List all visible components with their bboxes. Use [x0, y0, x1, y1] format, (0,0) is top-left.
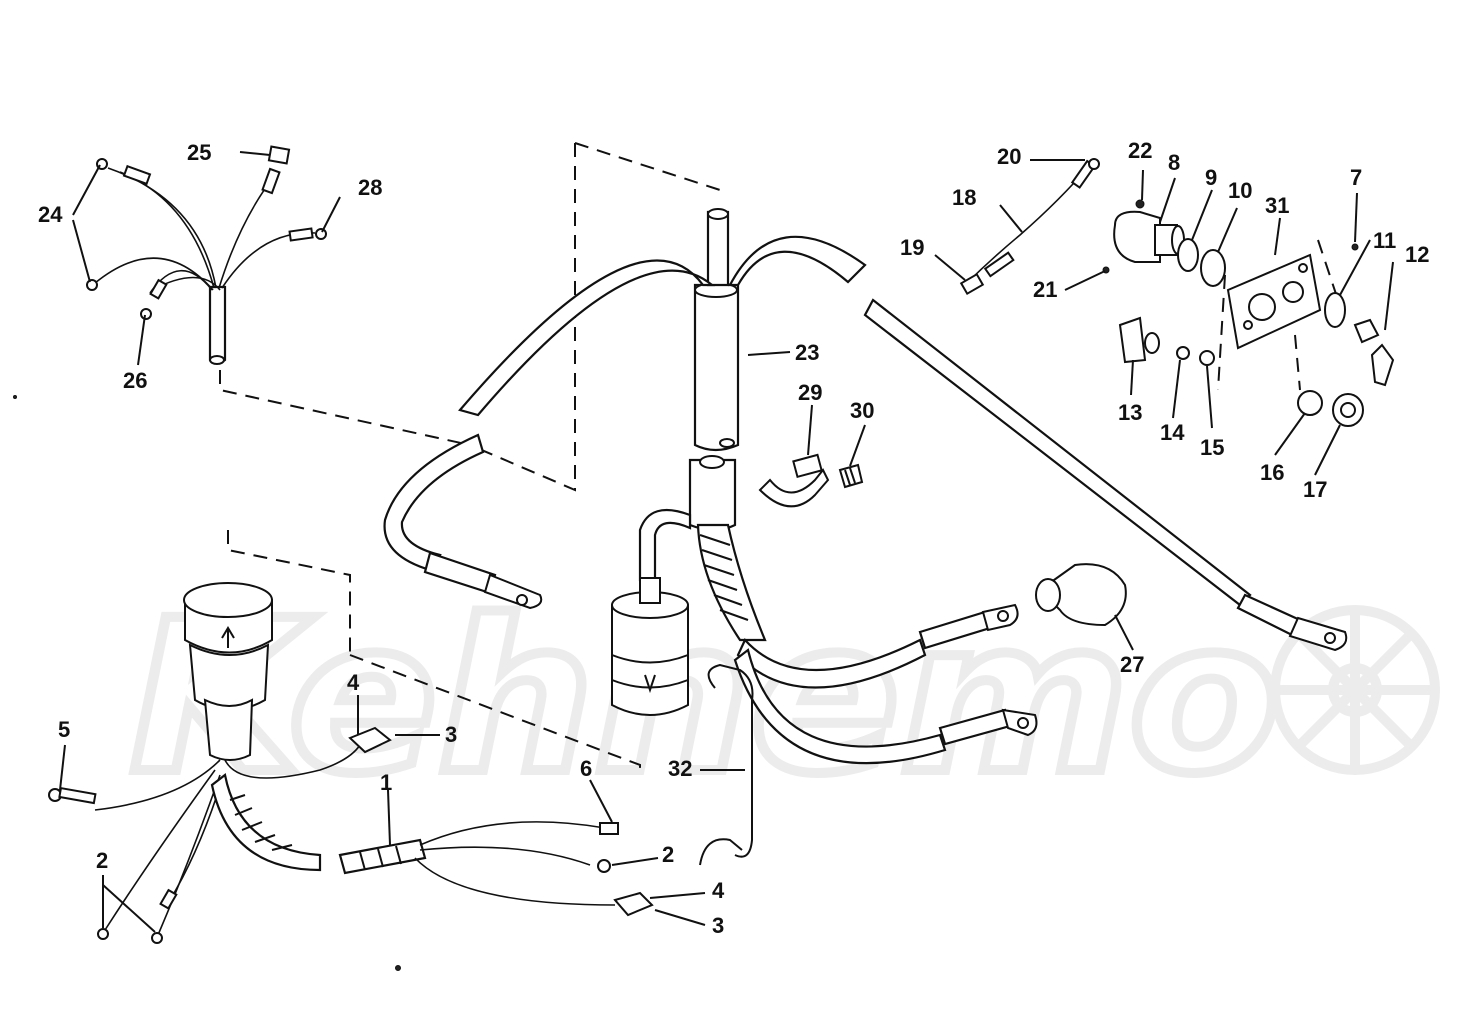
lower-battery-cables [638, 455, 1038, 765]
callout-4: 4 [712, 878, 725, 903]
alignment-dashed-lines [219, 142, 1339, 770]
callout-26: 26 [123, 368, 147, 393]
wire-hook-part [699, 663, 754, 866]
callout-29: 29 [798, 380, 822, 405]
callout-17: 17 [1303, 477, 1327, 502]
callout-27: 27 [1120, 652, 1144, 677]
watermark-wheel-icon [1270, 605, 1440, 775]
callout-18: 18 [952, 185, 976, 210]
callout-13: 13 [1118, 400, 1142, 425]
callout-2: 2 [662, 842, 674, 867]
callout-labels: 1 2 2 3 3 4 4 5 6 7 8 9 10 11 12 13 14 1… [38, 138, 1429, 938]
callout-1: 1 [380, 770, 392, 795]
callout-25: 25 [187, 140, 211, 165]
callout-22: 22 [1128, 138, 1152, 163]
callout-28: 28 [358, 175, 382, 200]
terminal-boot-part [1035, 563, 1127, 627]
main-cable-harness [383, 208, 1348, 652]
lead-bundle-assembly [86, 145, 327, 365]
callout-9: 9 [1205, 165, 1217, 190]
stray-dot [395, 965, 401, 971]
clamp-assembly [758, 453, 864, 508]
callout-16: 16 [1260, 460, 1284, 485]
callout-8: 8 [1168, 150, 1180, 175]
callout-2: 2 [96, 848, 108, 873]
callout-23: 23 [795, 340, 819, 365]
callout-31: 31 [1265, 193, 1289, 218]
callout-7: 7 [1350, 165, 1362, 190]
callout-32: 32 [668, 756, 692, 781]
callout-6: 6 [580, 756, 592, 781]
callout-20: 20 [997, 144, 1021, 169]
callout-21: 21 [1033, 277, 1057, 302]
callout-24: 24 [38, 202, 63, 227]
condenser-part [611, 577, 689, 716]
callout-4: 4 [347, 670, 360, 695]
left-harness-wires [48, 726, 392, 944]
callout-30: 30 [850, 398, 874, 423]
stray-dot [13, 395, 17, 399]
ignition-switch-assembly [959, 158, 1395, 427]
callout-15: 15 [1200, 435, 1224, 460]
callout-14: 14 [1160, 420, 1185, 445]
callout-leaders [59, 151, 1394, 933]
callout-3: 3 [712, 913, 724, 938]
callout-11: 11 [1373, 228, 1396, 253]
callout-10: 10 [1228, 178, 1252, 203]
lead-harness-part [338, 821, 654, 917]
callout-19: 19 [900, 235, 924, 260]
callout-5: 5 [58, 717, 70, 742]
callout-3: 3 [445, 722, 457, 747]
plug-connector-part [183, 582, 273, 761]
callout-12: 12 [1405, 242, 1429, 267]
